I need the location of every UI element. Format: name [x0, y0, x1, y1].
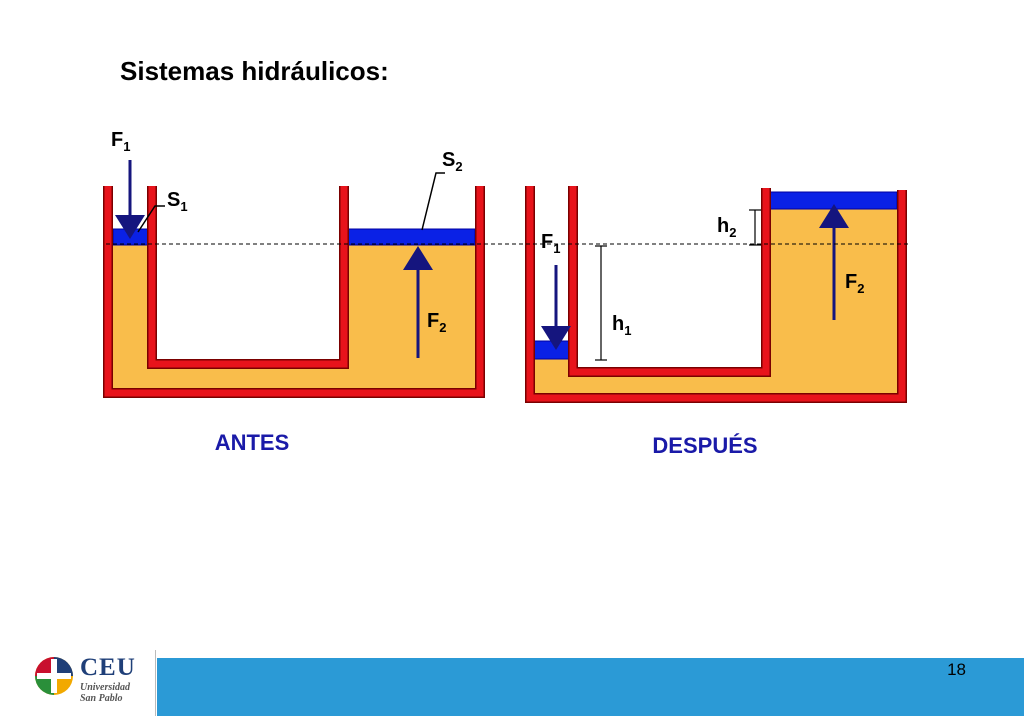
after-fluid-bottom — [570, 375, 769, 394]
after-label-h2: h2 — [717, 215, 736, 240]
footer-band — [157, 658, 1024, 716]
after-system: F1 h1 h2 F2 — [525, 186, 907, 403]
page-title: Sistemas hidráulicos: — [120, 56, 389, 86]
before-piston-s2 — [346, 228, 476, 246]
before-fluid-left-column — [113, 245, 150, 388]
after-h2-dimension — [749, 209, 761, 246]
after-label-f2: F2 — [845, 271, 864, 296]
before-outer-wall — [104, 186, 484, 397]
caption-after: DESPUÉS — [652, 433, 757, 458]
after-h1-dimension — [595, 245, 607, 361]
logo-subtitle: Universidad San Pablo — [80, 682, 130, 704]
before-fluid-right-column — [347, 245, 475, 388]
after-inner-wall-outline — [568, 186, 771, 377]
logo-ceu-text: CEU — [80, 654, 136, 681]
after-piston-s1 — [533, 340, 571, 360]
ceu-emblem-icon — [35, 657, 73, 695]
after-label-f1: F1 — [541, 231, 560, 256]
after-piston-s2 — [768, 191, 898, 210]
after-label-h1: h1 — [612, 313, 631, 338]
caption-before: ANTES — [215, 430, 290, 455]
before-label-f2: F2 — [427, 310, 446, 335]
after-outer-wall — [526, 186, 906, 402]
after-fluid-left-column — [534, 359, 570, 394]
before-label-f1: F1 — [111, 129, 130, 154]
after-inner-wall — [569, 186, 770, 376]
before-fluid-bottom — [150, 366, 347, 388]
before-label-s1: S1 — [167, 189, 188, 214]
before-s1-leader — [137, 205, 165, 233]
before-inner-wall — [148, 186, 348, 368]
before-system: F1 S1 S2 F2 — [103, 129, 485, 398]
university-logo: CEU Universidad San Pablo — [30, 650, 156, 716]
before-s2-leader — [421, 172, 445, 231]
page-number: 18 — [947, 660, 966, 679]
before-label-s2: S2 — [442, 149, 463, 174]
before-piston-s1 — [112, 228, 151, 246]
